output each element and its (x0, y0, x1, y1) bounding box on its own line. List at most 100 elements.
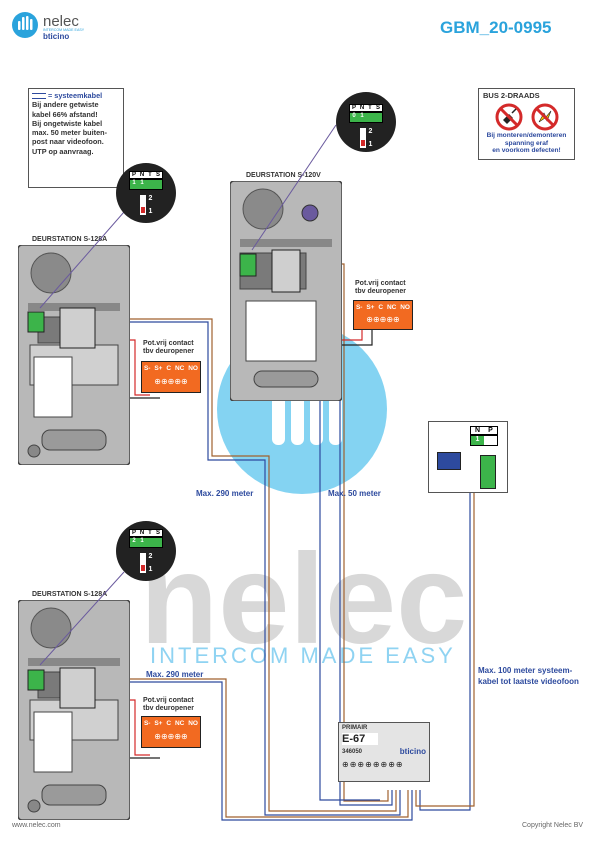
psu-model: E-67 (342, 733, 378, 745)
distance-label: Max. 50 meter (328, 489, 381, 498)
switch-header: S (155, 172, 160, 178)
np-header: P (488, 427, 493, 434)
distance-label: Max. 100 meter systeem- (478, 666, 573, 675)
warning-box: BUS 2-DRAADS Bij monteren/demonteren spa… (478, 88, 575, 160)
np-value[interactable] (484, 436, 497, 445)
cable-legend-text: = systeemkabel (48, 91, 103, 100)
np-value[interactable]: 1 (471, 436, 484, 445)
switch-header: P (351, 105, 356, 111)
distance-label: kabel tot laatste videofoon (478, 677, 579, 686)
wire-brown (95, 318, 397, 812)
relay-terminal-label: S+ (366, 304, 375, 311)
cable-legend-icon (32, 93, 46, 100)
psu-terminals: ⊕⊕⊕⊕⊕⊕⊕⊕ (342, 760, 404, 769)
dip-switch-icon[interactable] (139, 553, 146, 573)
relay-screws: ⊕⊕⊕⊕⊕ (154, 377, 188, 386)
station-title: DEURSTATION S-128A (32, 591, 108, 598)
switch-p-value[interactable]: 1 (132, 180, 136, 186)
np-header: N (474, 427, 481, 434)
note-line: post naar videofoon. (32, 137, 104, 147)
switch-header: P (131, 172, 136, 178)
note-line: UTP op aanvraag. (32, 146, 94, 156)
switch-header: P (131, 530, 136, 536)
distance-label: Max. 290 meter (146, 670, 204, 679)
switch-header: N (359, 105, 365, 111)
brand-tagline: INTERCOM MADE EASY (43, 28, 85, 32)
switch-t-value[interactable] (366, 113, 374, 122)
warning-line: en voorkom defecten! (492, 147, 561, 154)
dip-label: 2 (148, 553, 153, 560)
switch-s-value[interactable] (374, 113, 382, 122)
relay-terminal-label: NO (188, 720, 198, 727)
watermark-tagline: INTERCOM MADE EASY (150, 643, 456, 668)
relay-title-line: tbv deuropener (143, 348, 194, 355)
switch-s-value[interactable] (154, 538, 162, 547)
monitor-terminal-block (480, 455, 496, 489)
switch-header: N (139, 172, 145, 178)
psu-primary-label: PRIMAIR (342, 725, 368, 731)
watermark-word: nelec (140, 528, 467, 671)
switch-header: N (139, 530, 145, 536)
relay-terminal-label: NC (174, 365, 185, 372)
document-code: GBM_20-0995 (440, 18, 552, 37)
switch-s-value[interactable] (154, 180, 162, 189)
dip-switch-icon[interactable] (139, 195, 146, 215)
relay-screws: ⊕⊕⊕⊕⊕ (154, 732, 188, 741)
note-line: Bij andere getwiste (32, 100, 99, 110)
relay-terminal-label: NO (188, 365, 198, 372)
relay-title-line: Pot.vrij contact (143, 697, 194, 704)
relay-terminal-label: S+ (154, 720, 163, 727)
relay-title-line: Pot.vrij contact (355, 280, 406, 287)
footer-website[interactable]: www.nelec.com (12, 822, 61, 829)
switch-header: S (155, 530, 160, 536)
switch-header: S (375, 105, 380, 111)
wire-blue (95, 321, 401, 816)
relay-terminal-label: S- (143, 720, 151, 727)
switch-header: T (368, 105, 372, 111)
relay-terminal-label: S- (355, 304, 363, 311)
dip-label: 1 (148, 566, 153, 573)
switch-header: T (148, 530, 152, 536)
switch-t-value[interactable] (146, 180, 154, 189)
dip-label: 2 (368, 128, 373, 135)
switch-n-value[interactable]: 1 (140, 180, 144, 186)
relay-terminal-label: NC (386, 304, 397, 311)
switch-n-value[interactable]: 1 (140, 538, 144, 544)
cable-note: = systeemkabel Bij andere getwiste kabel… (28, 88, 124, 188)
wire-brown (95, 678, 409, 818)
warning-line: spanning eraf (504, 139, 549, 147)
note-line: max. 50 meter buiten- (32, 128, 108, 138)
relay-terminal-label: C (166, 720, 172, 727)
relay-screws: ⊕⊕⊕⊕⊕ (366, 315, 400, 324)
warning-title: BUS 2-DRAADS (483, 91, 540, 100)
switch-p-value[interactable]: 2 (132, 538, 136, 544)
dip-switch-icon[interactable] (359, 128, 366, 148)
relay-terminal-label: C (378, 304, 384, 311)
brand-name: nelec (43, 13, 79, 30)
footer-copyright: Copyright Nelec BV (522, 822, 584, 829)
relay-terminal-label: C (166, 365, 172, 372)
warning-line: Bij monteren/demonteren (486, 132, 567, 139)
dip-label: 1 (368, 141, 373, 148)
switch-p-value[interactable]: 0 (352, 113, 356, 119)
switch-n-value[interactable]: 1 (360, 113, 364, 119)
note-line: Bij ongetwiste kabel (32, 118, 103, 128)
monitor-screen-icon (437, 452, 461, 470)
note-line: kabel 66% afstand! (32, 109, 98, 119)
station-title: DEURSTATION S-128A (32, 236, 108, 243)
psu-brand: bticino (399, 747, 426, 756)
brand-logo: nelec INTERCOM MADE EASY bticino (12, 12, 85, 41)
relay-terminal-label: S- (143, 365, 151, 372)
dip-label: 1 (148, 208, 153, 215)
relay-terminal-label: NC (174, 720, 185, 727)
relay-title-line: Pot.vrij contact (143, 340, 194, 347)
warning-icons (495, 103, 559, 131)
switch-t-value[interactable] (146, 538, 154, 547)
